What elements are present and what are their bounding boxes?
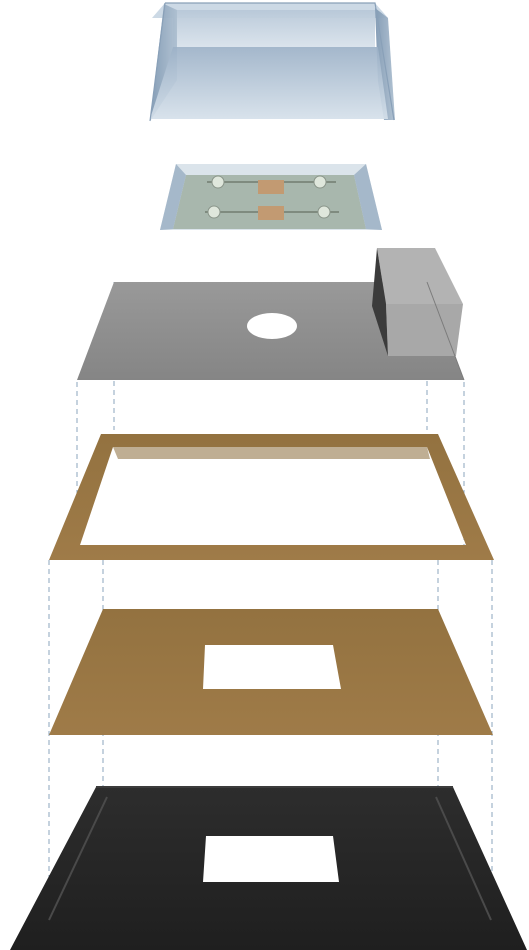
carrier-port <box>212 176 224 188</box>
transparent-cover <box>150 3 395 121</box>
frame-inner-shadow <box>113 447 430 459</box>
base-body <box>10 787 527 950</box>
carrier-port <box>208 206 220 218</box>
block-front-face <box>386 304 463 356</box>
cover-front-wall <box>150 47 388 119</box>
brown-frame <box>49 434 494 560</box>
chip-carrier <box>160 164 382 230</box>
carrier-electrode <box>258 180 284 194</box>
carrier-electrode <box>258 206 284 220</box>
cover-back-wall <box>173 10 375 47</box>
block-top <box>377 248 463 304</box>
carrier-port <box>314 176 326 188</box>
brown-sheet <box>49 609 493 735</box>
carrier-port <box>318 206 330 218</box>
sheet-body <box>49 609 493 735</box>
gray-plate <box>77 248 464 380</box>
plate-hole <box>247 313 297 339</box>
black-base <box>10 787 527 950</box>
